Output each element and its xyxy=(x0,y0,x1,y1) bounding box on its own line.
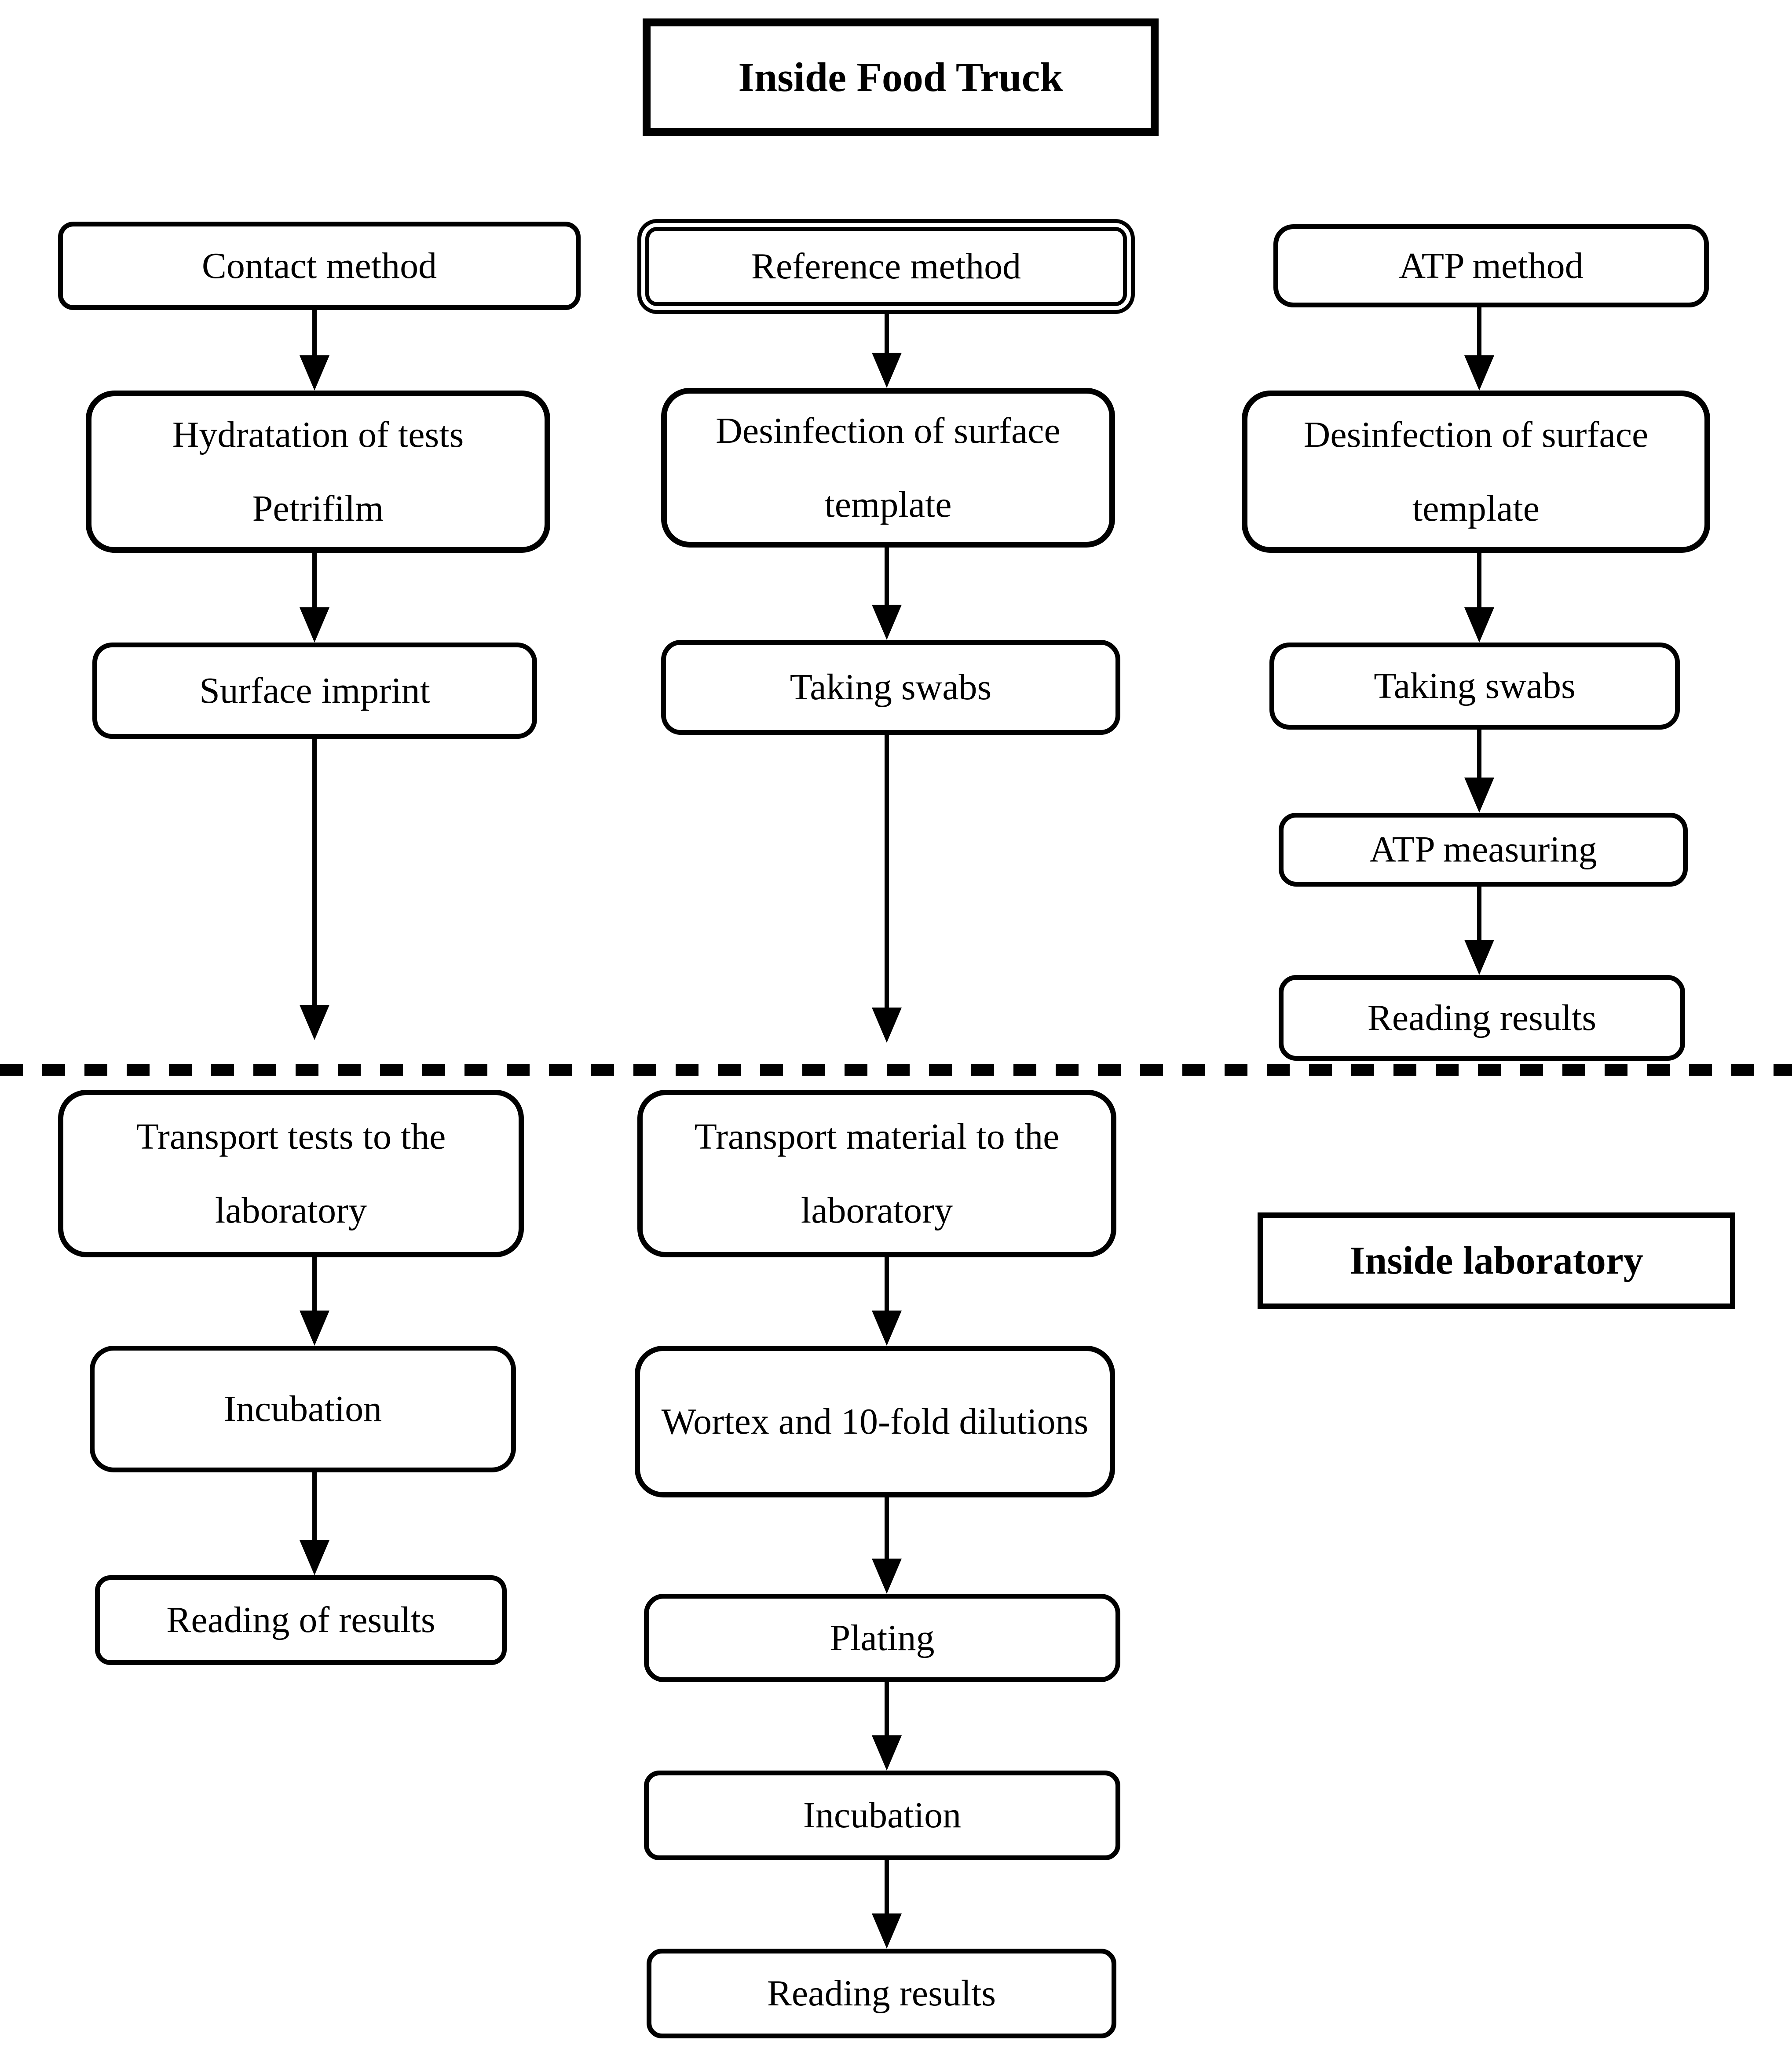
arrow-hydratation-to-surface-imprint xyxy=(300,553,329,643)
node-reading-of-results: Reading of results xyxy=(95,1575,507,1665)
node-label: Hydratation of tests Petrifilm xyxy=(172,414,464,529)
node-transport-material-to-laboratory: Transport material to the laboratory xyxy=(637,1090,1116,1257)
arrowhead-icon xyxy=(872,1559,902,1594)
arrowhead-icon xyxy=(1464,778,1494,813)
arrow-transport-tests-to-incubation xyxy=(300,1257,329,1346)
arrowhead-icon xyxy=(872,1913,902,1949)
node-label: Surface imprint xyxy=(199,670,430,711)
arrowhead-icon xyxy=(872,1008,902,1043)
arrow-desinfection-to-taking-swabs-atp xyxy=(1464,553,1494,643)
node-label: Wortex and 10-fold dilutions xyxy=(661,1401,1089,1442)
node-reading-results-reference: Reading results xyxy=(647,1949,1116,2038)
node-label: Taking swabs xyxy=(1374,665,1576,706)
arrow-transport-material-to-wortex xyxy=(872,1257,902,1346)
arrowhead-icon xyxy=(300,1005,329,1040)
node-atp-measuring: ATP measuring xyxy=(1279,813,1688,887)
zone-label-text: Inside Food Truck xyxy=(738,54,1063,100)
zone-label-inside-laboratory: Inside laboratory xyxy=(1258,1212,1735,1309)
arrowhead-icon xyxy=(872,1735,902,1771)
node-label: Desinfection of surface template xyxy=(1303,414,1649,529)
arrowhead-icon xyxy=(872,353,902,388)
arrowhead-icon xyxy=(1464,607,1494,643)
arrowhead-icon xyxy=(300,607,329,643)
arrowhead-icon xyxy=(300,355,329,391)
node-taking-swabs-reference: Taking swabs xyxy=(661,640,1120,735)
node-taking-swabs-atp: Taking swabs xyxy=(1269,643,1680,730)
node-label: Transport tests to the laboratory xyxy=(136,1116,446,1231)
node-label: ATP measuring xyxy=(1369,829,1597,870)
arrow-contact-to-hydratation xyxy=(300,310,329,391)
node-incubation-reference: Incubation xyxy=(644,1771,1120,1860)
zone-label-text: Inside laboratory xyxy=(1349,1239,1643,1282)
arrow-atp-measuring-to-reading-results xyxy=(1464,887,1494,975)
node-wortex-and-dilutions: Wortex and 10-fold dilutions xyxy=(635,1346,1115,1497)
node-label: Transport material to the laboratory xyxy=(694,1116,1060,1231)
node-label: Reading results xyxy=(1367,997,1597,1038)
node-label: Contact method xyxy=(201,245,437,286)
node-label: Reading results xyxy=(767,1973,996,2014)
arrowhead-icon xyxy=(300,1540,329,1575)
arrow-incubation-to-reading-results-reference xyxy=(872,1860,902,1949)
node-label: Incubation xyxy=(803,1795,962,1836)
node-desinfection-surface-template-atp: Desinfection of surface template xyxy=(1242,391,1710,553)
node-transport-tests-to-laboratory: Transport tests to the laboratory xyxy=(58,1090,524,1257)
node-label: Reading of results xyxy=(166,1599,435,1640)
zone-label-inside-food-truck: Inside Food Truck xyxy=(643,18,1159,136)
node-plating: Plating xyxy=(644,1594,1120,1682)
node-hydratation-of-tests-petrifilm: Hydratation of tests Petrifilm xyxy=(86,391,550,553)
node-label: Taking swabs xyxy=(790,667,992,708)
node-reference-method: Reference method xyxy=(637,219,1135,314)
zone-divider-dashed-line xyxy=(0,1064,1792,1076)
node-label: ATP method xyxy=(1399,245,1584,286)
arrow-wortex-to-plating xyxy=(872,1497,902,1594)
arrowhead-icon xyxy=(872,605,902,640)
arrow-plating-to-incubation-reference xyxy=(872,1682,902,1771)
arrow-taking-swabs-to-transport-material xyxy=(872,735,902,1043)
node-label: Incubation xyxy=(223,1388,382,1429)
node-incubation-contact: Incubation xyxy=(90,1346,516,1472)
node-desinfection-surface-template-reference: Desinfection of surface template xyxy=(661,388,1115,548)
node-label: Plating xyxy=(830,1617,935,1658)
node-label: Reference method xyxy=(751,246,1021,287)
node-atp-method: ATP method xyxy=(1273,224,1709,307)
arrow-atp-method-to-desinfection xyxy=(1464,307,1494,391)
arrow-surface-imprint-to-transport-tests xyxy=(300,739,329,1040)
arrowhead-icon xyxy=(300,1311,329,1346)
arrow-desinfection-to-taking-swabs-reference xyxy=(872,548,902,640)
node-contact-method: Contact method xyxy=(58,222,581,310)
arrow-incubation-to-reading-of-results xyxy=(300,1472,329,1575)
node-label: Desinfection of surface template xyxy=(716,410,1061,525)
arrowhead-icon xyxy=(872,1311,902,1346)
arrow-taking-swabs-to-atp-measuring xyxy=(1464,730,1494,813)
node-surface-imprint: Surface imprint xyxy=(92,643,537,739)
arrow-reference-to-desinfection xyxy=(872,314,902,388)
arrowhead-icon xyxy=(1464,940,1494,975)
node-reading-results-atp: Reading results xyxy=(1279,975,1685,1061)
arrowhead-icon xyxy=(1464,355,1494,391)
